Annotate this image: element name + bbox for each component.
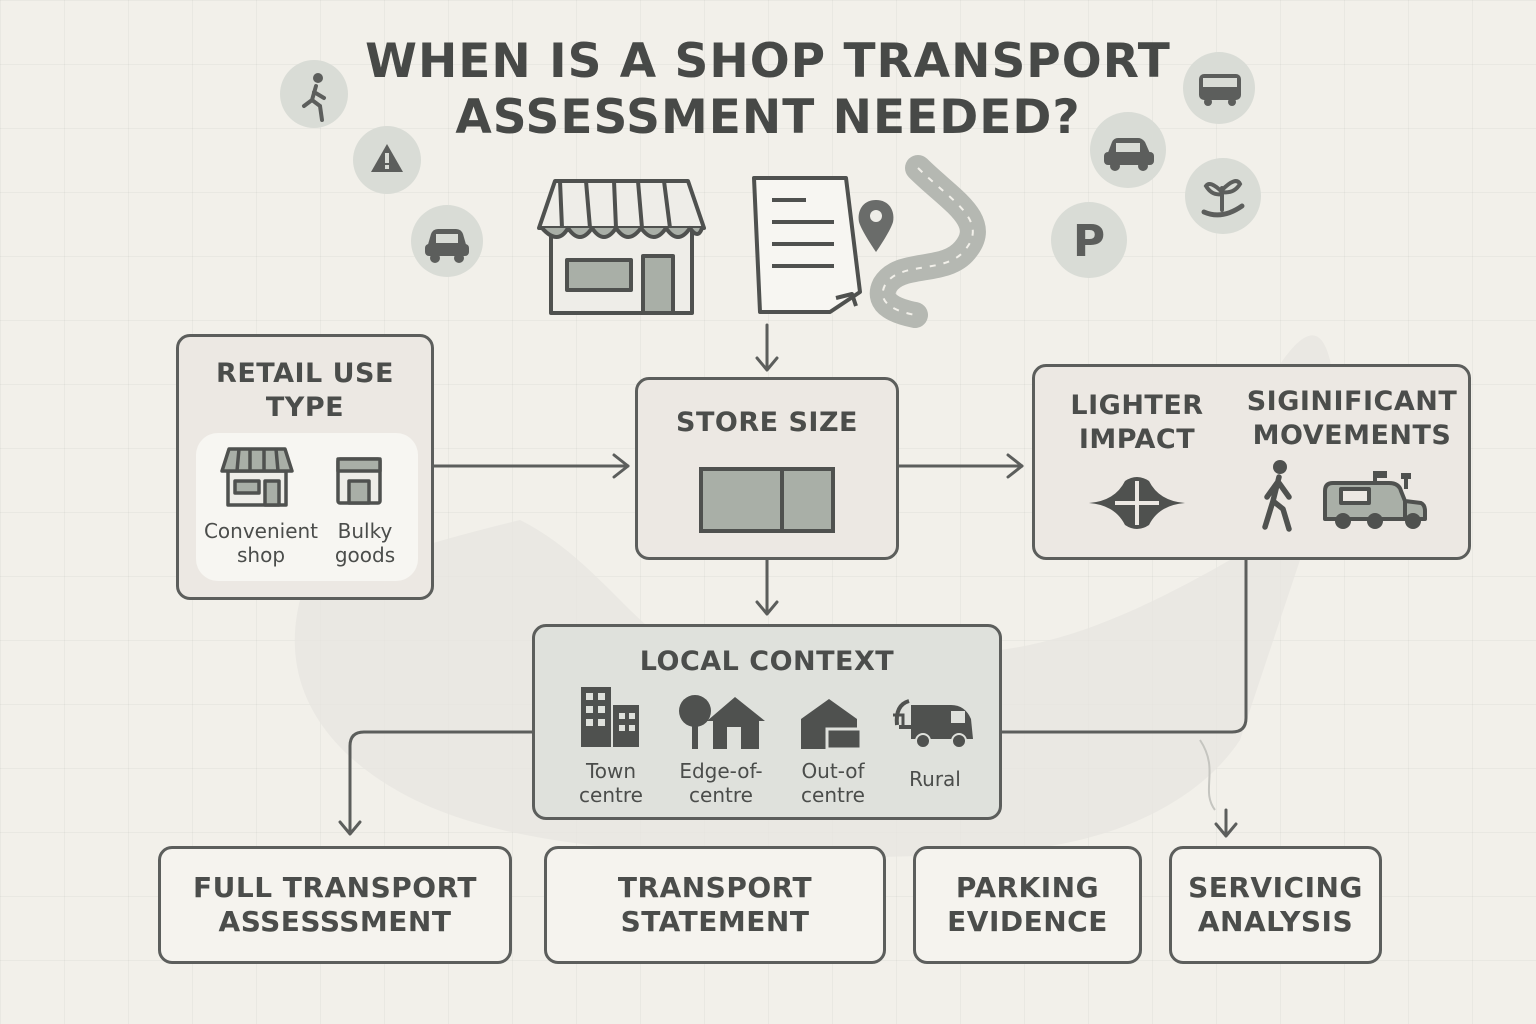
- arrowhead-context-to-full: [338, 820, 362, 836]
- buildings-icon: [581, 687, 639, 747]
- outcome-transport-statement: TRANSPORT STATEMENT: [544, 846, 886, 964]
- convenient-shop-label: Convenient shop: [203, 519, 319, 567]
- retail-use-type-box: RETAIL USE TYPE Convenient shop Bulky go…: [176, 334, 434, 600]
- car-icon: [1090, 112, 1166, 188]
- location-pin-icon: [858, 200, 894, 252]
- delivery-truck-icon: [1323, 471, 1427, 529]
- roundabout-icon: [1089, 477, 1185, 529]
- outcome-full-transport-assessment: FULL TRANSPORT ASSESSSMENT: [158, 846, 512, 964]
- arrowhead-size-to-impact: [1006, 453, 1024, 479]
- local-context-label: LOCAL CONTEXT: [639, 646, 895, 677]
- svg-text:P: P: [1073, 216, 1105, 267]
- house-tree-icon: [679, 695, 765, 749]
- pedestrian-icon: [1262, 460, 1292, 532]
- arrowhead-top-to-size: [755, 356, 779, 372]
- warehouse-icon: [336, 457, 382, 505]
- arrowhead-to-servicing: [1214, 822, 1238, 838]
- floor-plan-icon: [699, 467, 835, 533]
- out-of-centre-label: Out-of centre: [801, 759, 865, 807]
- outcome-parking-evidence: PARKING EVIDENCE: [913, 846, 1142, 964]
- van-icon: [893, 699, 973, 749]
- line-impact-to-context: [1000, 558, 1248, 734]
- store-size-label: STORE SIZE: [676, 407, 858, 438]
- arrowhead-retail-to-size: [612, 453, 630, 479]
- town-centre-label: Town centre: [579, 759, 643, 807]
- bus-icon: [1183, 52, 1255, 124]
- plant-icon: [1185, 158, 1261, 234]
- pedestrian-icon: [280, 60, 348, 128]
- parking-icon: P: [1051, 202, 1127, 278]
- warehouse-icon: [801, 699, 863, 751]
- page-title: WHEN IS A SHOP TRANSPORT ASSESSMENT NEED…: [365, 34, 1171, 145]
- rural-label: Rural: [909, 767, 961, 791]
- store-size-box: STORE SIZE: [635, 377, 899, 560]
- arrow-context-to-full: [348, 730, 534, 832]
- retail-use-type-label: RETAIL USE TYPE: [216, 358, 394, 423]
- lighter-impact-label: LIGHTER IMPACT: [1070, 390, 1204, 455]
- shop-front-icon: [537, 179, 706, 315]
- arrowhead-size-to-context: [755, 600, 779, 616]
- warning-icon: [353, 126, 421, 194]
- outcome-servicing-analysis: SERVICING ANALYSIS: [1169, 846, 1382, 964]
- document-icon: [752, 176, 862, 314]
- impact-box: LIGHTER IMPACT SIGINIFICANT MOVEMENTS: [1032, 364, 1471, 560]
- road-icon: [869, 155, 986, 328]
- map-river: [1199, 739, 1216, 811]
- shop-icon: [220, 447, 294, 507]
- significant-movements-label: SIGINIFICANT MOVEMENTS: [1246, 386, 1458, 451]
- car-icon: [411, 205, 483, 277]
- edge-of-centre-label: Edge-of- centre: [679, 759, 763, 807]
- bulky-goods-label: Bulky goods: [334, 519, 396, 567]
- local-context-box: LOCAL CONTEXT Town centre Edge-of-: [532, 624, 1002, 820]
